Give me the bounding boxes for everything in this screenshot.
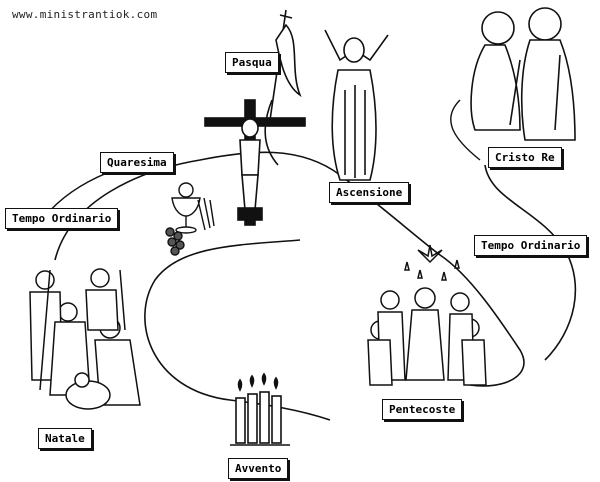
label-pasqua: Pasqua (225, 52, 279, 73)
christ-king-icon (470, 7, 576, 141)
nativity-icon (29, 268, 141, 410)
pentecost-icon (367, 244, 487, 386)
year-path-top-right (450, 99, 481, 161)
watermark: www.ministrantiok.com (12, 8, 158, 21)
label-cristo-re: Cristo Re (488, 147, 562, 168)
year-path-inner (144, 239, 331, 421)
label-quaresima: Quaresima (100, 152, 174, 173)
label-tempo-ordinario-right: Tempo Ordinario (474, 235, 588, 256)
label-tempo-ordinario-left: Tempo Ordinario (5, 208, 119, 229)
advent-candles-icon (230, 372, 290, 446)
label-natale: Natale (38, 428, 92, 449)
chalice-grapes-icon (165, 182, 215, 256)
ascending-christ-icon (324, 29, 389, 181)
label-ascensione: Ascensione (329, 182, 410, 203)
label-pentecoste: Pentecoste (382, 399, 463, 420)
year-path-right (484, 164, 577, 361)
crucifix-icon (204, 99, 306, 226)
label-avvento: Avvento (228, 458, 289, 479)
resurrection-banner-icon (264, 9, 302, 166)
